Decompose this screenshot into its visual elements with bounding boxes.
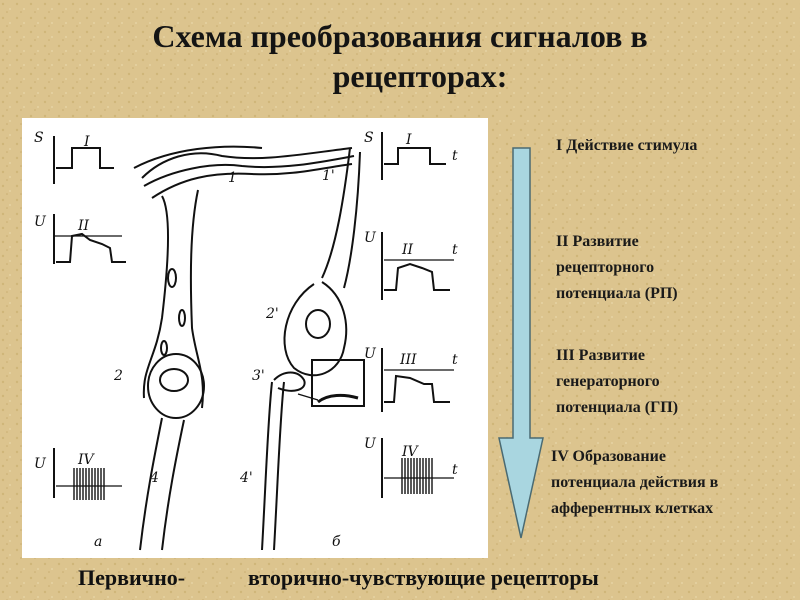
left-roman-4: IV <box>77 452 96 468</box>
caption-secondary: вторично-чувствующие рецепторы <box>248 565 599 590</box>
label-2: 2 <box>113 368 123 384</box>
left-u-label-2: U <box>34 214 47 230</box>
caption-primary: Первично- <box>78 565 186 590</box>
right-u-label-3: U <box>364 346 377 362</box>
label-4: 4 <box>149 470 159 486</box>
left-roman-2: II <box>77 218 90 234</box>
label-4-prime: 4' <box>239 470 253 486</box>
right-u-label-4: U <box>364 436 377 452</box>
right-receptor-trace <box>384 262 450 291</box>
primary-receptor-cell <box>133 145 355 551</box>
secondary-receptor-cell <box>261 147 365 551</box>
left-s-label: S <box>34 130 44 146</box>
panel-label-b: б <box>332 534 341 550</box>
right-roman-2: II <box>401 242 414 258</box>
right-generator-trace <box>384 374 450 403</box>
label-1-prime: 1' <box>322 168 335 184</box>
receptor-diagram: S I U II U IV S I t U II t U III t U IV … <box>34 130 458 551</box>
step-1-text: I Действие стимула <box>556 137 698 154</box>
step-4-text: IV Образование потенциала действия в афф… <box>551 448 719 517</box>
down-arrow <box>498 147 544 539</box>
left-u-label-4: U <box>34 456 47 472</box>
right-t-label-2: t <box>452 242 458 258</box>
right-u-label-2: U <box>364 230 377 246</box>
step-2-text: II Развитие рецепторного потенциала (РП) <box>556 233 678 302</box>
left-roman-1: I <box>83 134 90 150</box>
right-roman-4: IV <box>401 444 420 460</box>
label-2-prime: 2' <box>265 306 279 322</box>
right-spike-train <box>401 458 433 494</box>
left-spike-train <box>73 468 105 500</box>
step-3-text: III Развитие генераторного потенциала (Г… <box>556 347 679 416</box>
right-roman-3: III <box>399 352 417 368</box>
left-receptor-trace <box>56 232 126 263</box>
slide-title-line2: рецепторах: <box>332 58 508 94</box>
right-t-label-1: t <box>452 148 458 164</box>
label-3-prime: 3' <box>252 368 265 384</box>
right-t-label-3: t <box>452 352 458 368</box>
left-stimulus-trace <box>56 147 114 169</box>
right-roman-1: I <box>405 132 412 148</box>
label-1: 1 <box>228 170 237 186</box>
panel-label-a: а <box>94 534 102 550</box>
right-stimulus-trace <box>384 147 446 165</box>
receptor-figure: S I U II U IV S I t U II t U III t U IV … <box>22 118 488 558</box>
slide-title-line1: Схема преобразования сигналов в <box>152 18 648 54</box>
right-s-label: S <box>364 130 374 146</box>
right-t-label-4: t <box>452 462 458 478</box>
